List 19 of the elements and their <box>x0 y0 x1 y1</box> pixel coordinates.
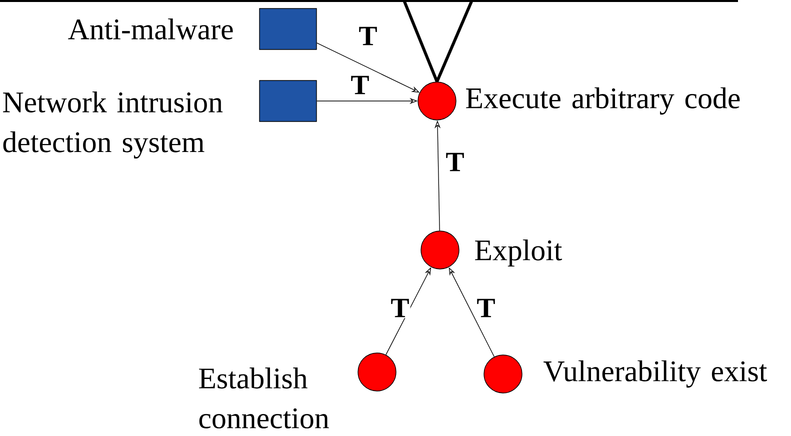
attack-node-circle <box>484 354 522 394</box>
edge-label: T <box>444 152 466 172</box>
edge-label: T <box>390 298 410 318</box>
node-label: Vulnerability exist <box>544 360 768 388</box>
attack-node-circle <box>418 82 456 120</box>
node-label: Execute arbitrary code <box>466 87 740 115</box>
edge-label: T <box>350 74 370 96</box>
attack-node-circle <box>358 352 396 392</box>
connector-line <box>402 0 438 82</box>
node-label: Anti-malware <box>68 18 233 40</box>
edge-label: T <box>358 26 378 46</box>
node-label: Network intrusion detection system <box>3 91 223 159</box>
countermeasure-box <box>259 80 317 122</box>
node-label: Exploit <box>475 239 562 267</box>
countermeasure-box <box>259 8 317 50</box>
edge-label: T <box>476 298 496 318</box>
connector-line <box>436 0 474 82</box>
node-label: Establish connection <box>199 368 329 428</box>
attack-node-circle <box>420 230 460 270</box>
